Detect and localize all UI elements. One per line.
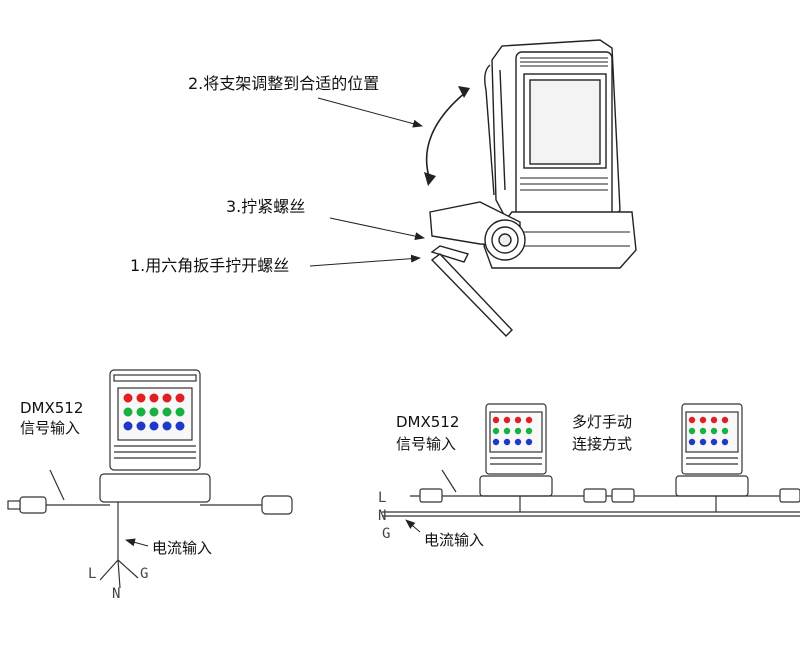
led-dot [721,427,729,435]
led-dot [162,421,172,431]
right-G-label: G [382,526,391,542]
floodlight-top [429,39,637,337]
multi-connect-sub-label: 连接方式 [572,435,633,453]
left-N-label: N [112,586,121,602]
led-dot [162,407,172,417]
led-dot [123,393,133,403]
right-dmx-label: DMX512 [396,413,460,431]
step2-leader [317,97,423,128]
led-dot [525,427,533,435]
led-dot [492,427,500,435]
left-power-leader [125,538,149,547]
led-dot [175,407,185,417]
step1-leader [309,254,421,267]
led-dot [162,393,172,403]
right-power-label: 电流输入 [424,531,485,549]
led-dot [136,421,146,431]
right-led-grid-a [492,416,533,446]
led-dot [149,393,159,403]
led-dot [503,427,511,435]
rotation-arrow [425,91,467,181]
led-dot [688,438,696,446]
step3-label: 3.拧紧螺丝 [226,197,306,216]
led-dot [514,427,522,435]
led-dot [710,427,718,435]
right-dmx-sub-label: 信号输入 [396,435,457,453]
left-G-label: G [140,566,149,582]
led-dot [123,421,133,431]
led-dot [136,393,146,403]
left-dmx-sub-label: 信号输入 [20,419,81,437]
led-dot [710,438,718,446]
left-power-label: 电流输入 [152,539,213,557]
led-dot [503,416,511,424]
right-L-label: L [378,490,387,506]
led-dot [688,427,696,435]
led-dot [525,416,533,424]
led-dot [710,416,718,424]
step1-label: 1.用六角扳手拧开螺丝 [130,256,290,275]
led-dot [503,438,511,446]
led-dot [688,416,696,424]
right-led-grid-b [688,416,729,446]
led-dot [492,416,500,424]
left-L-label: L [88,566,97,582]
led-dot [699,427,707,435]
led-dot [721,416,729,424]
led-dot [136,407,146,417]
step2-label: 2.将支架调整到合适的位置 [188,74,380,93]
led-dot [492,438,500,446]
led-dot [149,421,159,431]
multi-connect-label: 多灯手动 [572,413,633,431]
step3-leader [329,217,425,241]
right-N-label: N [378,508,387,524]
led-dot [525,438,533,446]
left-dmx-label: DMX512 [20,399,84,417]
led-dot [699,438,707,446]
led-dot [123,407,133,417]
led-dot [514,416,522,424]
led-dot [514,438,522,446]
led-dot [175,421,185,431]
led-dot [721,438,729,446]
led-dot [699,416,707,424]
right-power-leader [405,519,421,533]
led-dot [149,407,159,417]
left-led-grid [123,393,185,431]
led-dot [175,393,185,403]
